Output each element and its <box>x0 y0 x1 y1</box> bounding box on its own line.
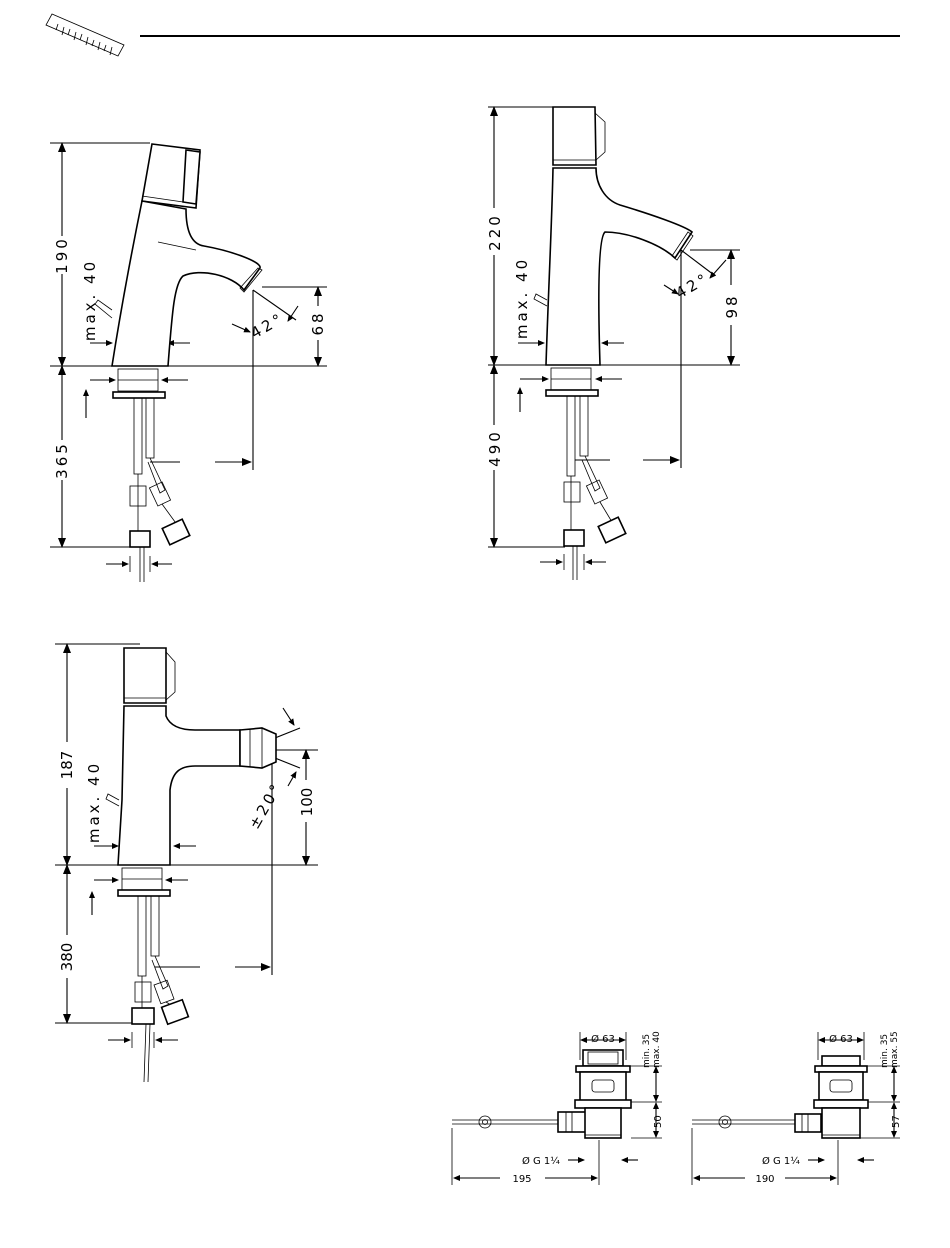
angle-label: ±20° <box>245 779 286 832</box>
thread-label: Ø G 1¼ <box>522 1155 560 1167</box>
faucet-drawing-a: 190 365 max. 40 68 42° <box>50 143 327 582</box>
ruler-icon <box>46 14 124 56</box>
faucet-drawing-b: 220 490 max. 40 98 42° <box>486 107 741 580</box>
below-dim-490: 490 <box>486 429 504 467</box>
length-label: 195 <box>512 1174 531 1185</box>
thread-label: Ø G 1¼ <box>762 1155 800 1167</box>
height-dim-220: 220 <box>486 213 504 251</box>
length-label: 190 <box>755 1174 774 1185</box>
max-label: max. 40 <box>513 257 531 339</box>
depth-label: 57 <box>891 1115 902 1128</box>
angle-label: 42° <box>248 309 288 342</box>
waste-drawing-1: Ø 63 min. 35 max. 40 50 Ø G 1¼ 195 <box>452 1031 664 1185</box>
diameter-label: Ø 63 <box>591 1033 615 1045</box>
spout-height-100: 100 <box>298 788 316 817</box>
spout-height-98: 98 <box>723 293 741 318</box>
max-label: max. 40 <box>652 1031 662 1068</box>
min-label: min. 35 <box>880 1034 890 1068</box>
waste-drawing-2: Ø 63 min. 35 max. 55 57 Ø G 1¼ 190 <box>692 1031 902 1185</box>
max-label: max. 55 <box>890 1031 900 1068</box>
angle-label: 42° <box>673 269 713 302</box>
faucet-drawing-c: 187 380 max. 40 100 ±20° <box>55 644 318 1082</box>
height-dim-190: 190 <box>53 236 71 274</box>
min-label: min. 35 <box>642 1034 652 1068</box>
below-dim-380: 380 <box>58 943 76 972</box>
height-dim-187: 187 <box>58 751 76 780</box>
max-label: max. 40 <box>81 259 99 341</box>
depth-label: 50 <box>653 1115 664 1128</box>
diameter-label: Ø 63 <box>829 1033 853 1045</box>
below-dim-365: 365 <box>53 441 71 479</box>
max-label: max. 40 <box>85 761 103 843</box>
spout-height-68: 68 <box>309 310 327 335</box>
